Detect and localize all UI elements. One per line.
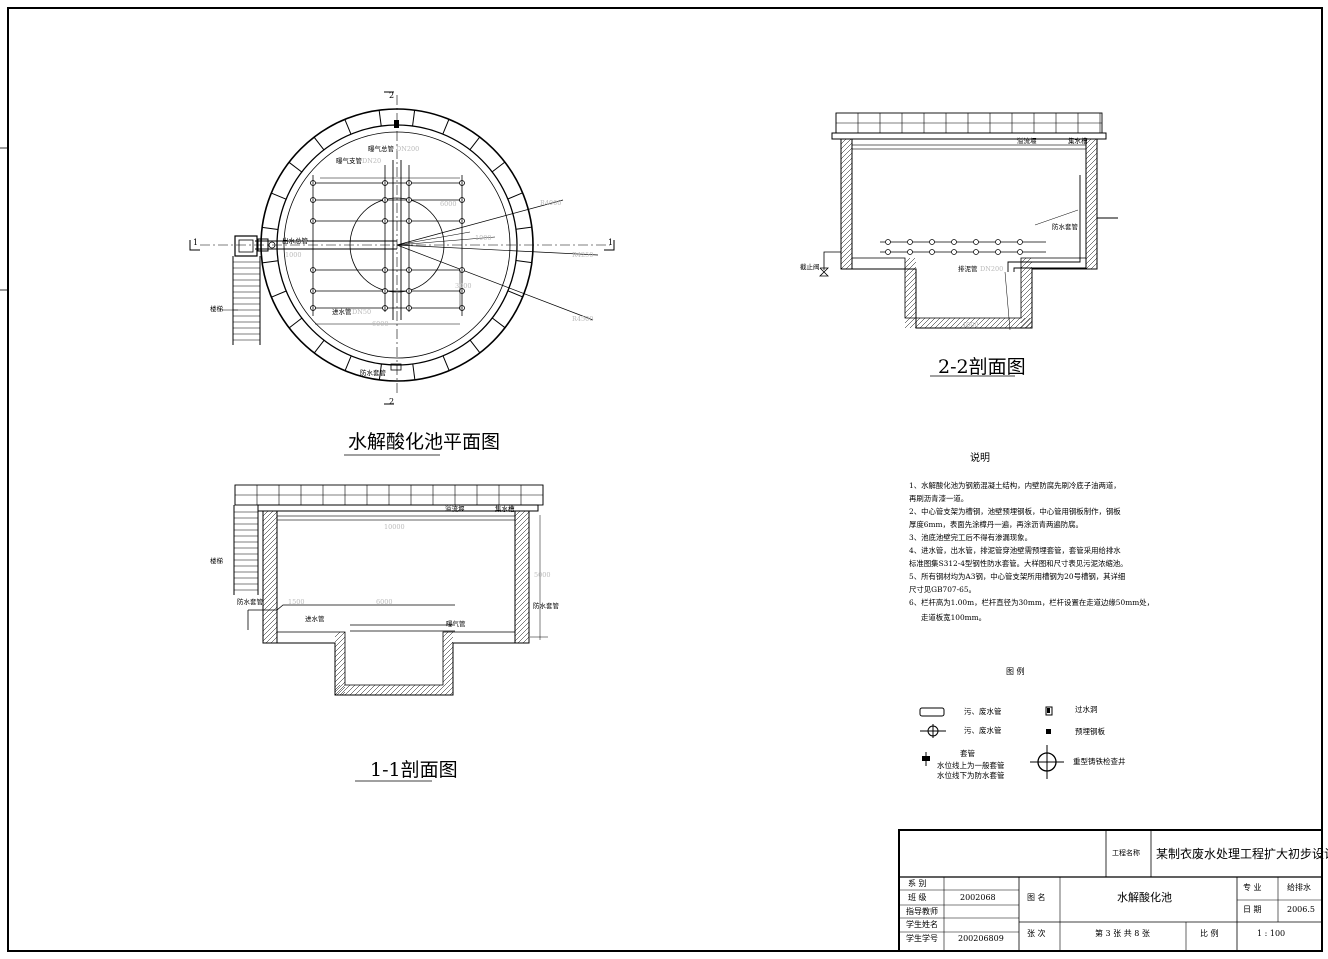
tb-major-value: 给排水 bbox=[1287, 883, 1311, 892]
label-plan-dim-1: R4000 bbox=[540, 199, 562, 207]
tb-class-label: 班 级 bbox=[908, 893, 927, 902]
note-line: 厚度6mm，表面先涂樟丹一遍，再涂沥青两遍防腐。 bbox=[909, 520, 1083, 529]
legend-hole: 过水洞 bbox=[1075, 705, 1098, 714]
plan-title: 水解酸化池平面图 bbox=[348, 431, 501, 453]
label-11-dim-1: 1500 bbox=[288, 598, 305, 606]
section-mark-bottom: 2 bbox=[389, 397, 395, 406]
label-plan-sleeve: 防水套管 bbox=[360, 369, 386, 377]
label-11-weir: 溢流堰 bbox=[445, 505, 465, 513]
section-mark-right: 1 bbox=[608, 238, 614, 247]
label-22-stop-valve: 截止阀 bbox=[800, 263, 820, 271]
legend-pipe2: 污、废水管 bbox=[964, 726, 1002, 735]
label-outlet-main: 出水总管 bbox=[282, 237, 308, 245]
tb-sheet-value: 第 3 张 共 8 张 bbox=[1095, 929, 1150, 938]
label-22-drain: 排泥管 bbox=[958, 265, 978, 273]
section-2-2 bbox=[819, 112, 1118, 377]
section-mark-top: 2 bbox=[389, 91, 395, 100]
tb-drawing-name-label: 图 名 bbox=[1027, 893, 1046, 902]
section-1-1-title: 1-1剖面图 bbox=[370, 759, 458, 781]
label-11-stairs: 楼梯 bbox=[210, 557, 223, 565]
label-plan-dim-6: 3000 bbox=[455, 282, 472, 290]
tb-class-value: 2002068 bbox=[960, 893, 996, 902]
label-11-collector: 集水槽 bbox=[495, 505, 515, 513]
label-plan-stairs: 楼梯 bbox=[210, 305, 223, 313]
title-block-frame bbox=[898, 829, 1323, 952]
label-plan-dim-0: 6000 bbox=[372, 320, 389, 328]
label-11-dim-2: 6000 bbox=[376, 598, 393, 606]
tb-date-label: 日 期 bbox=[1243, 905, 1262, 914]
tb-drawing-name: 水解酸化池 bbox=[1117, 891, 1172, 904]
note-line: 5、所有钢材均为A3钢，中心管支架所用槽钢为20号槽钢，其详细 bbox=[909, 572, 1126, 581]
section-2-2-title: 2-2剖面图 bbox=[938, 356, 1026, 378]
tb-sheet-label: 张 次 bbox=[1027, 929, 1046, 938]
tb-project-label: 工程名称 bbox=[1112, 849, 1140, 857]
tb-dept-label: 系 别 bbox=[908, 879, 927, 888]
label-plan-dim-2: R4250 bbox=[572, 251, 594, 259]
label-plan-dim-3: R4500 bbox=[572, 315, 594, 323]
sheet-border bbox=[7, 7, 1323, 952]
note-line: 2、中心管支架为槽钢，池壁预埋钢板，中心管用钢板制作，钢板 bbox=[909, 507, 1121, 516]
tb-scale-value: 1 : 100 bbox=[1257, 929, 1286, 938]
label-22-collector: 集水槽 bbox=[1068, 137, 1088, 145]
plan-view bbox=[189, 91, 615, 405]
label-11-sleeve-right: 防水套管 bbox=[533, 602, 559, 610]
label-22-sleeve: 防水套管 bbox=[1052, 223, 1078, 231]
label-11-inlet: 进水管 bbox=[305, 615, 325, 623]
tb-major-label: 专 业 bbox=[1243, 883, 1262, 892]
legend-pipe1: 污、废水管 bbox=[964, 707, 1002, 716]
tb-advisor-label: 指导教师 bbox=[906, 907, 938, 916]
tb-student-id-value: 200206809 bbox=[958, 934, 1004, 943]
label-inlet-pipe-dn: DN50 bbox=[352, 308, 372, 316]
note-line: 尺寸见GB707-65。 bbox=[909, 585, 976, 594]
label-aeration-branch: 曝气支管 bbox=[336, 157, 362, 165]
label-11-aeration: 曝气管 bbox=[446, 620, 466, 628]
tb-scale-label: 比 例 bbox=[1200, 929, 1219, 938]
label-aeration-main: 曝气总管 bbox=[368, 145, 394, 153]
label-11-dim-0: 10000 bbox=[384, 523, 405, 531]
legend-title: 图 例 bbox=[1006, 667, 1025, 676]
tb-date-value: 2006.5 bbox=[1287, 905, 1315, 914]
label-11-sleeve-left: 防水套管 bbox=[237, 598, 263, 606]
note-line: 走道板宽100mm。 bbox=[921, 613, 987, 622]
tb-student-name-label: 学生姓名 bbox=[906, 920, 938, 929]
legend-manhole: 重型铸铁检查井 bbox=[1073, 757, 1126, 766]
tb-project-name: 某制衣废水处理工程扩大初步设计 bbox=[1156, 847, 1328, 861]
legend-sleeve-note1: 水位线上为一般套管 bbox=[937, 761, 1005, 770]
label-11-dim-3: 5000 bbox=[534, 571, 551, 579]
label-aeration-main-dn: DN200 bbox=[396, 145, 420, 153]
label-plan-dim-5: 1000 bbox=[285, 251, 302, 259]
section-mark-left: 1 bbox=[193, 238, 199, 247]
note-line: 再刷沥青漆一道。 bbox=[909, 494, 969, 503]
label-22-dim: 4000 bbox=[962, 321, 979, 329]
label-aeration-branch-dn: DN20 bbox=[362, 157, 382, 165]
legend-sleeve: 套管 bbox=[960, 749, 975, 758]
legend-sleeve-note2: 水位线下为防水套管 bbox=[937, 771, 1005, 780]
note-line: 4、进水管，出水管，排泥管穿池壁需预埋套管，套管采用给排水 bbox=[909, 546, 1121, 555]
legend-symbols bbox=[919, 706, 1064, 779]
notes-title: 说明 bbox=[970, 453, 990, 464]
label-22-weir: 溢流堰 bbox=[1017, 137, 1037, 145]
note-line: 3、池底池壁完工后不得有渗漏现象。 bbox=[909, 533, 1032, 542]
note-line: 1、水解酸化池为钢筋混凝土结构，内壁防腐先刷冷底子油两道， bbox=[909, 481, 1121, 490]
label-plan-dim-7: 6000 bbox=[440, 200, 457, 208]
label-inlet-pipe: 进水管 bbox=[332, 308, 352, 316]
note-line: 6、栏杆高为1.00m，栏杆直径为30mm，栏杆设置在走道边缘50mm处， bbox=[909, 598, 1154, 607]
label-22-drain-dn: DN200 bbox=[980, 265, 1004, 273]
label-plan-dim-4: 1000 bbox=[475, 234, 492, 242]
note-line: 标准图集S312-4型钢性防水套管。大样图和尺寸表见污泥浓缩池。 bbox=[909, 559, 1128, 568]
section-1-1 bbox=[233, 484, 548, 782]
legend-plate: 预埋钢板 bbox=[1075, 727, 1105, 736]
tb-student-id-label: 学生学号 bbox=[906, 934, 938, 943]
